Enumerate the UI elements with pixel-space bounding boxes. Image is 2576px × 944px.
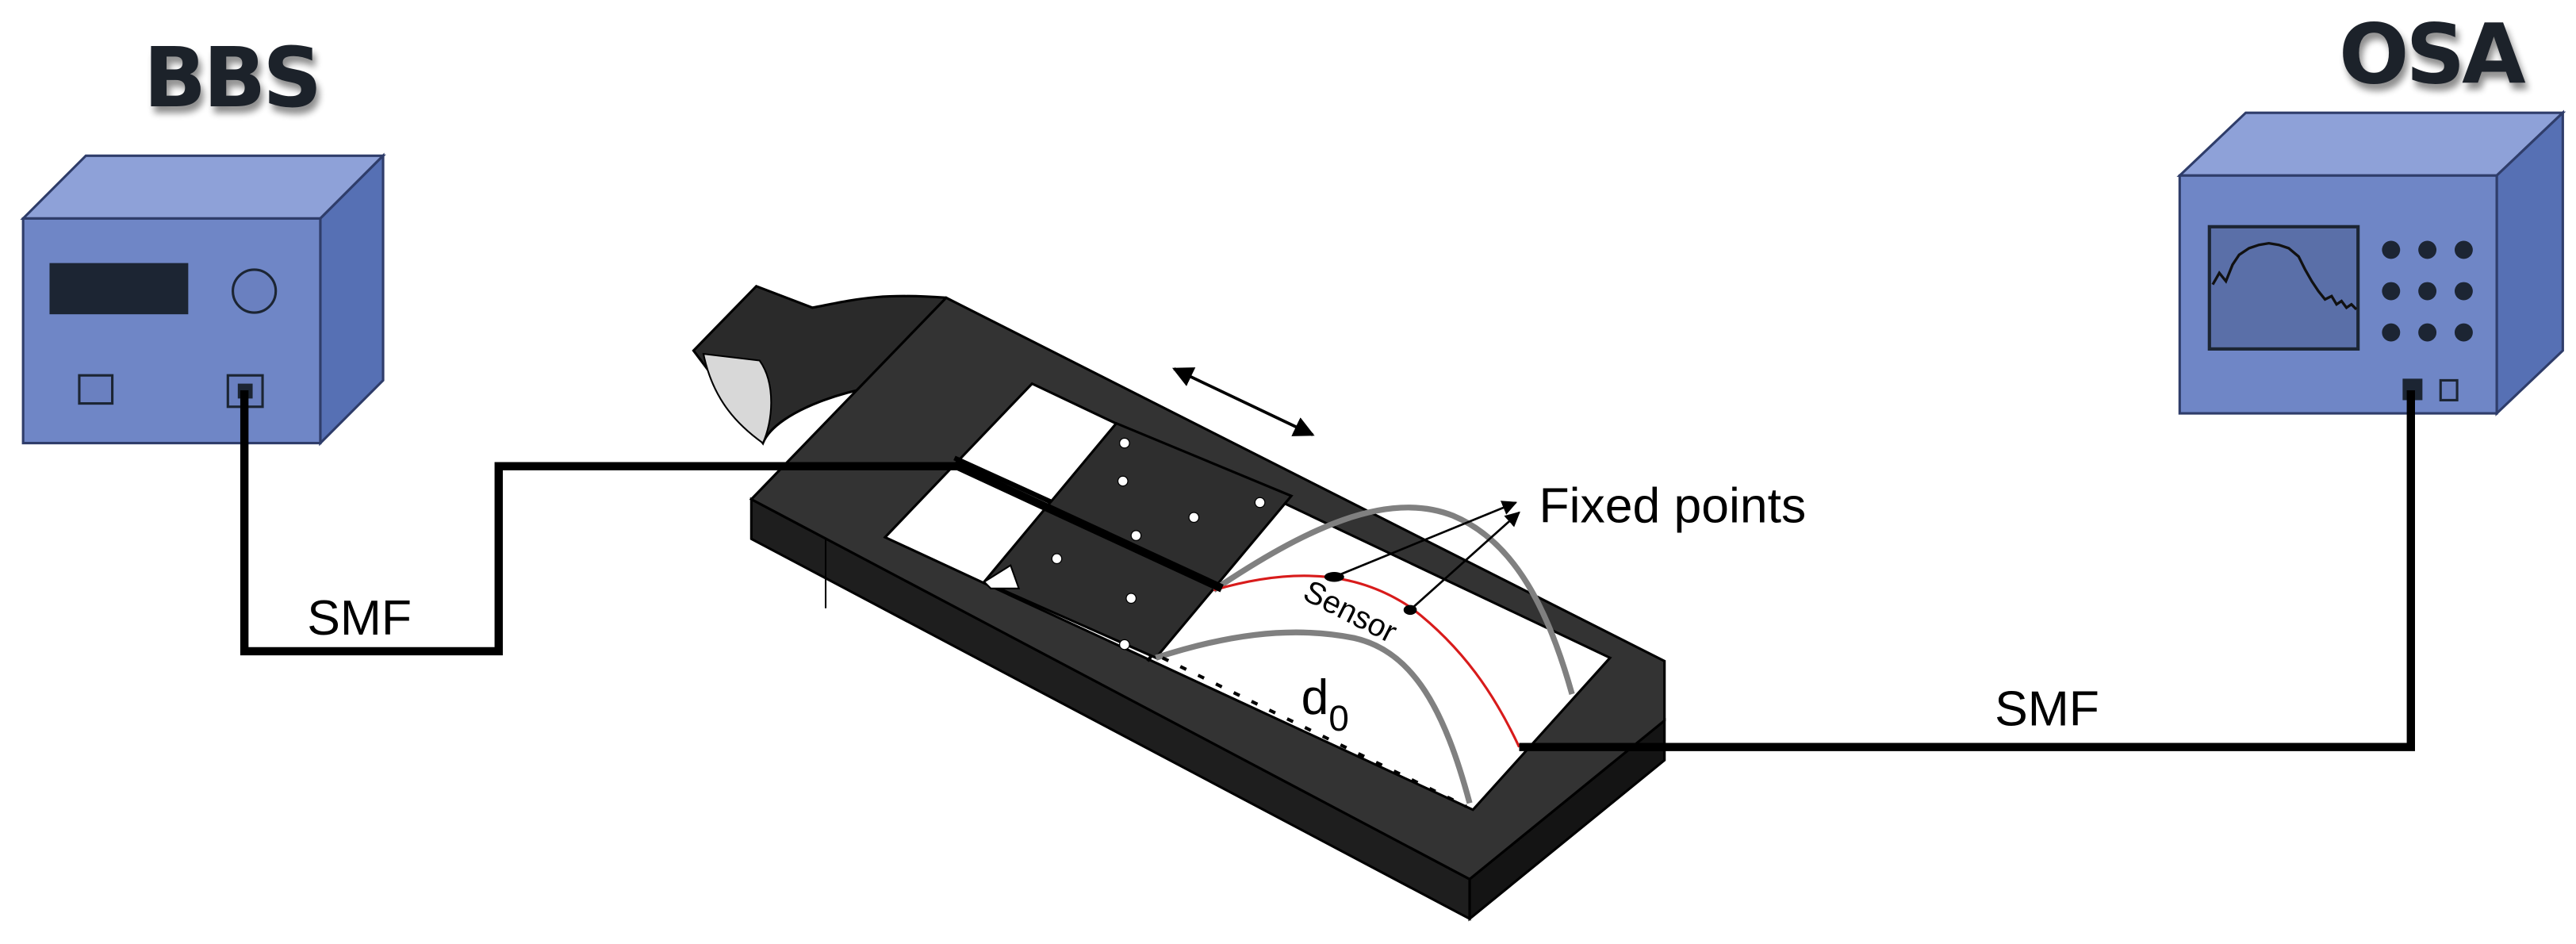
osa-analyzer-device: OSA xyxy=(2176,6,2566,416)
keypad-icon xyxy=(2382,240,2473,342)
input-smf-label: SMF xyxy=(307,590,412,646)
displacement-symbol: d xyxy=(1301,670,1329,725)
spectrum-trace xyxy=(2211,241,2358,311)
inner-arc xyxy=(1155,629,1473,804)
osa-title: OSA xyxy=(2339,6,2526,103)
fixed-point-arrow xyxy=(1409,511,1520,611)
spectrum-display-icon xyxy=(2207,224,2360,351)
baseline-d0 xyxy=(1161,656,1467,808)
displacement-subscript: 0 xyxy=(1328,698,1348,739)
bbs-front-face xyxy=(21,217,322,445)
plate-screw-holes xyxy=(1051,437,1266,650)
display-icon xyxy=(49,263,189,315)
fixed-point-arrow xyxy=(1333,501,1518,578)
translation-stage xyxy=(692,284,1666,922)
displacement-label: d0 xyxy=(1301,670,1349,739)
stage-handle-highlight xyxy=(702,352,772,445)
button-icon xyxy=(78,374,114,405)
double-arrow-icon xyxy=(1171,367,1315,436)
output-smf-label: SMF xyxy=(1995,681,2099,737)
knob-icon xyxy=(232,268,278,314)
bbs-source-device: BBS xyxy=(20,29,386,447)
input-fiber-line xyxy=(240,389,1224,656)
switch-icon xyxy=(2439,378,2459,401)
outer-arc xyxy=(1212,505,1575,696)
fixed-points-label: Fixed points xyxy=(1539,478,1806,534)
output-fiber-line xyxy=(1519,389,2415,751)
bbs-title: BBS xyxy=(144,29,319,126)
